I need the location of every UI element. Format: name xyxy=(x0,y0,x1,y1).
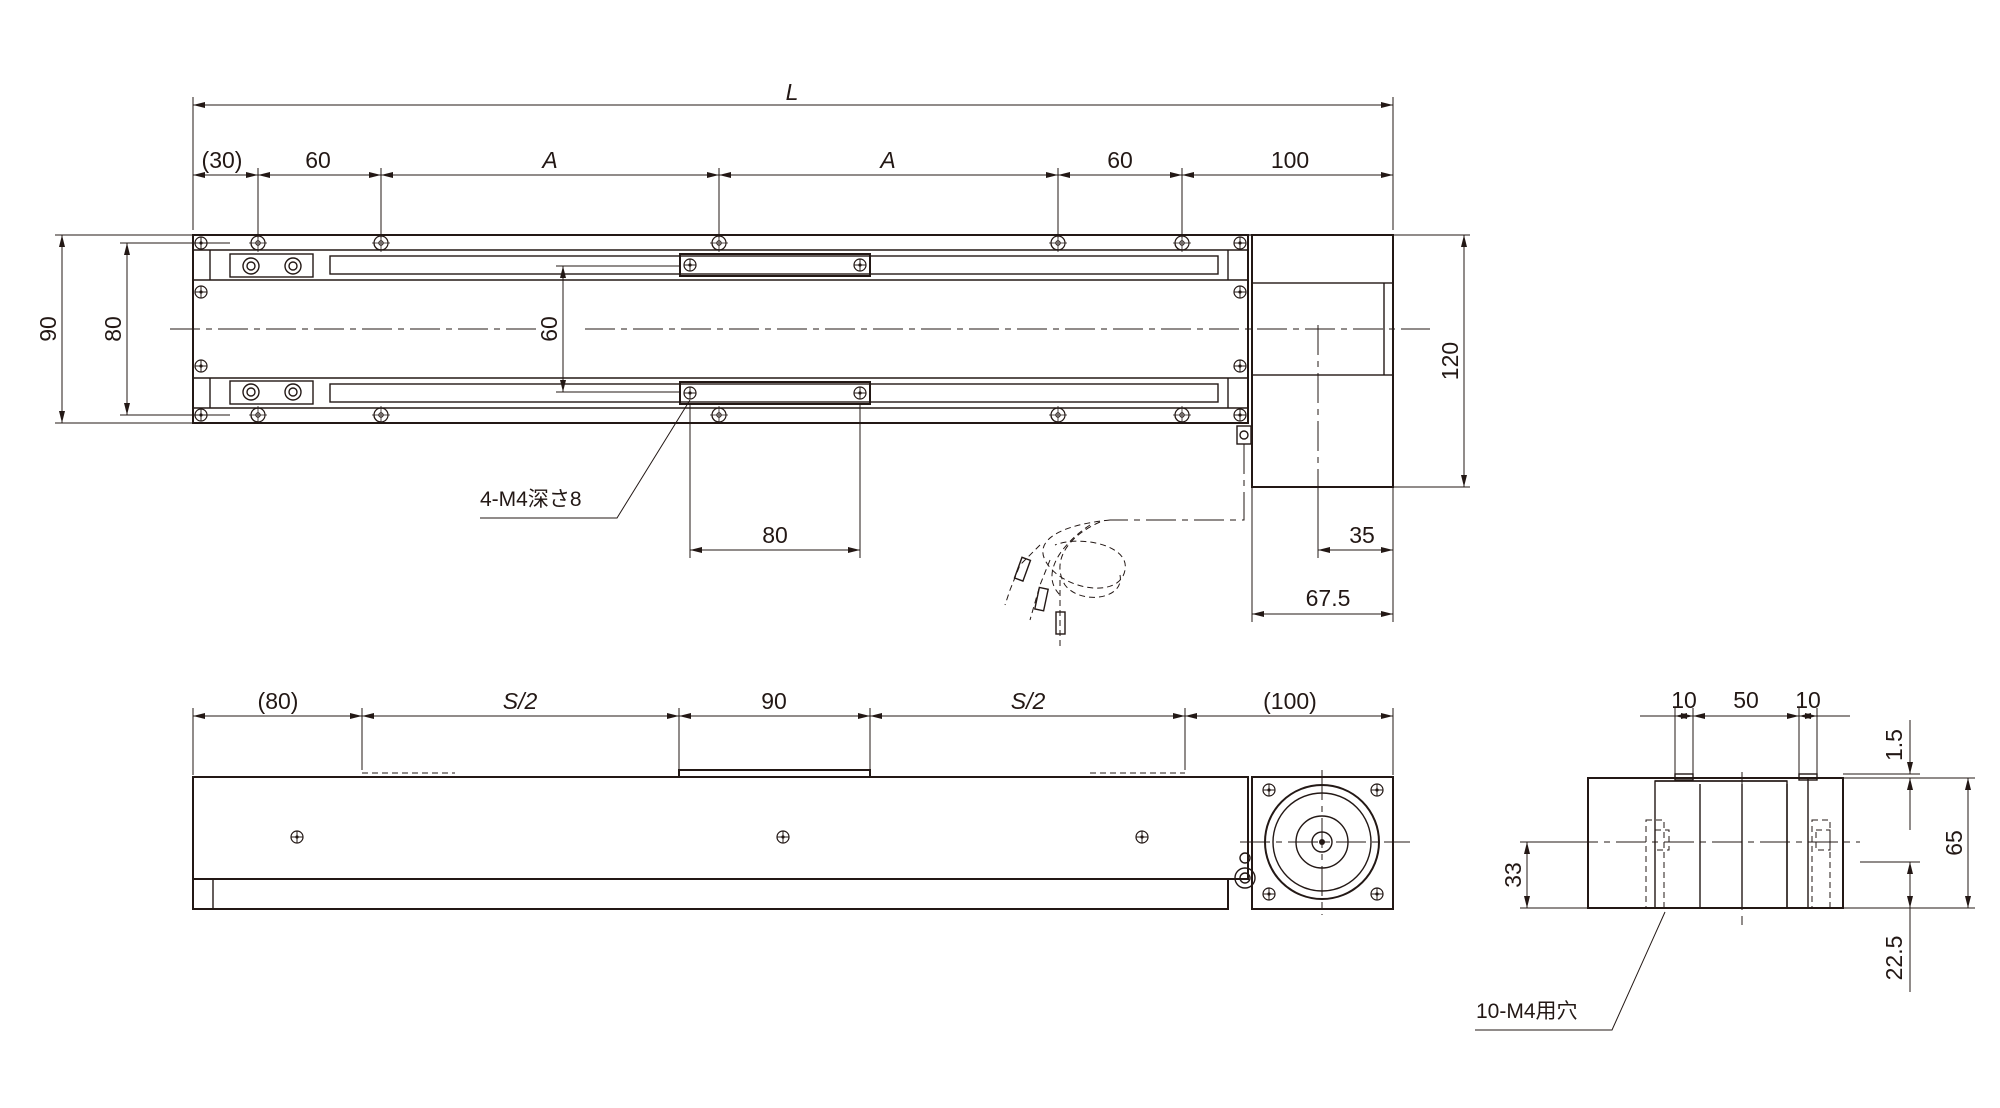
dim-width-90: 90 xyxy=(35,316,61,342)
end-view: 10 50 10 1.5 65 22.5 xyxy=(1475,687,1975,1031)
dim-side-0: (80) xyxy=(258,688,299,714)
dim-top-0: (30) xyxy=(202,147,243,173)
dim-top-2: A xyxy=(540,147,557,173)
dim-end-top-0: 10 xyxy=(1671,687,1697,713)
dim-side-4: (100) xyxy=(1263,688,1317,714)
rail-slot-upper xyxy=(329,255,1219,275)
dim-side-1: S/2 xyxy=(503,688,538,714)
callout-table-tap: 4-M4深さ8 xyxy=(480,488,582,511)
dim-motor-length-67-5: 67.5 xyxy=(1306,585,1351,611)
dim-end-top-2: 10 xyxy=(1795,687,1821,713)
actuator-body-end xyxy=(1587,777,1844,909)
dim-end-height-33: 33 xyxy=(1500,862,1526,888)
dim-width-80: 80 xyxy=(100,316,126,342)
dim-top-5: 100 xyxy=(1271,147,1309,173)
dim-end-offset-22-5: 22.5 xyxy=(1881,936,1907,981)
slider-plate-lower xyxy=(679,381,871,405)
dim-top-3: A xyxy=(878,147,895,173)
end-stop-upper xyxy=(229,253,314,278)
dim-end-height-65: 65 xyxy=(1941,830,1967,856)
side-view: (80) S/2 90 S/2 (100) xyxy=(192,688,1410,915)
dim-side-2: 90 xyxy=(761,688,787,714)
dim-end-top-1: 50 xyxy=(1733,687,1759,713)
dim-motor-width-120: 120 xyxy=(1437,342,1463,380)
slider-plate-upper xyxy=(679,253,871,277)
motor-housing-top xyxy=(1251,234,1394,488)
dim-side-3: S/2 xyxy=(1011,688,1046,714)
dim-end-offset-1-5: 1.5 xyxy=(1881,729,1907,761)
actuator-body-side xyxy=(192,776,1249,880)
dim-top-4: 60 xyxy=(1107,147,1133,173)
end-stop-lower xyxy=(229,380,314,405)
dim-overall-length: L xyxy=(786,79,799,105)
dim-motor-offset-35: 35 xyxy=(1349,522,1375,548)
top-view: L (30) 60 A A 60 100 xyxy=(35,79,1470,650)
dim-top-1: 60 xyxy=(305,147,331,173)
connector xyxy=(1236,425,1252,445)
motor-cable xyxy=(1004,444,1245,650)
dim-table-pitch-80: 80 xyxy=(762,522,788,548)
slider-table-side xyxy=(678,769,871,778)
dim-rail-pitch-60: 60 xyxy=(536,316,562,342)
rail-slot-lower xyxy=(329,383,1219,403)
callout-mount-hole: 10-M4用穴 xyxy=(1476,1000,1578,1023)
